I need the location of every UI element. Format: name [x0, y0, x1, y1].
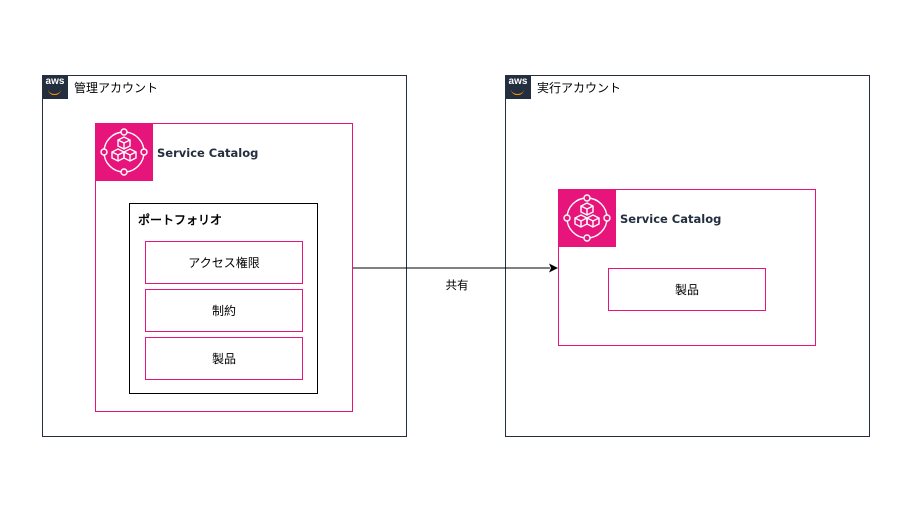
- management-service-catalog-group[interactable]: [95, 123, 353, 412]
- execution-service-catalog-label: Service Catalog: [620, 212, 722, 226]
- service-catalog-icon: [558, 189, 616, 247]
- access-permission-item[interactable]: アクセス権限: [145, 241, 303, 284]
- portfolio-product-item[interactable]: 製品: [145, 337, 303, 380]
- service-catalog-icon: [95, 123, 153, 181]
- execution-service-catalog-group[interactable]: [558, 189, 816, 346]
- execution-account-group[interactable]: [505, 75, 870, 437]
- aws-logo-icon: aws: [505, 75, 531, 99]
- management-account-label: 管理アカウント: [74, 81, 159, 95]
- share-edge-label: 共有: [445, 278, 469, 292]
- execution-account-label: 実行アカウント: [537, 81, 622, 95]
- shared-product-item[interactable]: 製品: [608, 268, 766, 311]
- constraint-item[interactable]: 制約: [145, 289, 303, 332]
- management-service-catalog-label: Service Catalog: [157, 146, 259, 160]
- portfolio-label: ポートフォリオ: [138, 213, 223, 227]
- aws-logo-icon: aws: [42, 75, 68, 99]
